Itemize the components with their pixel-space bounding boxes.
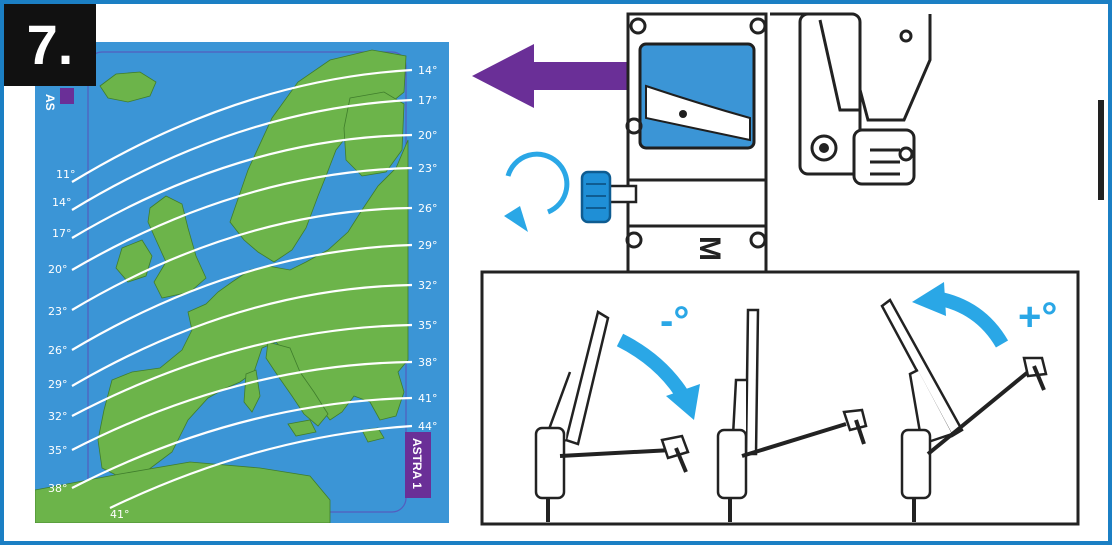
increase-arrow xyxy=(912,282,1009,348)
minus-degree-label: -° xyxy=(660,299,689,343)
dish-1 xyxy=(534,310,690,522)
left-label-11: 41° xyxy=(110,508,130,521)
right-label-4: 23° xyxy=(418,162,438,175)
left-label-5: 23° xyxy=(48,305,68,318)
satellite-label: ASTRA 1 xyxy=(410,438,424,489)
dish-2 xyxy=(716,308,868,522)
right-label-11: 44° xyxy=(418,420,438,433)
right-label-5: 26° xyxy=(418,202,438,215)
elevation-curves xyxy=(71,68,413,509)
europe-elevation-map: 11° 14° 17° 20° 23° 26° 29° 32° 35° 38° … xyxy=(35,42,449,523)
elevation-curve-9 xyxy=(71,360,413,451)
satellite-badge: ASTRA 1 xyxy=(405,432,431,498)
step-number-badge: 7. xyxy=(4,4,96,86)
edge-partial-graphic xyxy=(1098,100,1104,200)
rotate-icon xyxy=(504,151,570,232)
italy xyxy=(265,341,329,427)
elevation-curve-7 xyxy=(71,283,413,387)
elevation-curve-5 xyxy=(71,206,413,311)
elevation-curve-11 xyxy=(109,424,413,509)
sicily xyxy=(287,419,317,437)
decrease-arrow xyxy=(616,333,700,420)
elevation-curve-2 xyxy=(71,98,413,211)
elevation-curve-4 xyxy=(71,166,413,271)
right-label-6: 29° xyxy=(418,239,438,252)
elevation-curve-8 xyxy=(71,323,413,417)
plus-degree-label: +° xyxy=(1018,295,1057,339)
north-africa xyxy=(35,461,331,523)
left-label-1: 11° xyxy=(56,168,76,181)
left-label-2: 14° xyxy=(52,196,72,209)
right-label-10: 41° xyxy=(418,392,438,405)
svg-text:M: M xyxy=(693,236,726,261)
left-label-4: 20° xyxy=(48,263,68,276)
dish-adjust-inset: -° +° xyxy=(480,270,1080,526)
scale-window xyxy=(645,84,751,142)
left-label-8: 32° xyxy=(48,410,68,423)
left-label-6: 26° xyxy=(48,344,68,357)
right-label-8: 35° xyxy=(418,319,438,332)
dish-3 xyxy=(880,298,1048,522)
right-label-1: 14° xyxy=(418,64,438,77)
elevation-curve-6 xyxy=(71,243,413,351)
left-label-10: 38° xyxy=(48,482,68,495)
right-label-3: 20° xyxy=(418,129,438,142)
right-label-2: 17° xyxy=(418,94,438,107)
left-label-3: 17° xyxy=(52,227,72,240)
iceland xyxy=(99,71,157,103)
satellite-label-top: AS xyxy=(43,94,57,111)
elevation-bracket: M xyxy=(625,12,932,276)
adjustment-knob xyxy=(580,170,638,224)
right-label-9: 38° xyxy=(418,356,438,369)
right-degree-labels: 14° 17° 20° 23° 26° 29° 32° 35° 38° 41° … xyxy=(418,64,438,433)
elevation-curve-3 xyxy=(71,133,413,239)
satellite-badge-top: AS xyxy=(43,88,74,111)
left-degree-labels: 11° 14° 17° 20° 23° 26° 29° 32° 35° 38° … xyxy=(48,168,130,521)
elevation-curve-1 xyxy=(71,68,413,183)
left-label-7: 29° xyxy=(48,378,68,391)
left-label-9: 35° xyxy=(48,444,68,457)
elevation-curve-10 xyxy=(71,396,413,489)
finland xyxy=(343,91,405,177)
right-label-7: 32° xyxy=(418,279,438,292)
scale-pointer xyxy=(679,110,687,118)
inset-frame xyxy=(480,270,1080,526)
bracket-clamp xyxy=(626,178,768,228)
